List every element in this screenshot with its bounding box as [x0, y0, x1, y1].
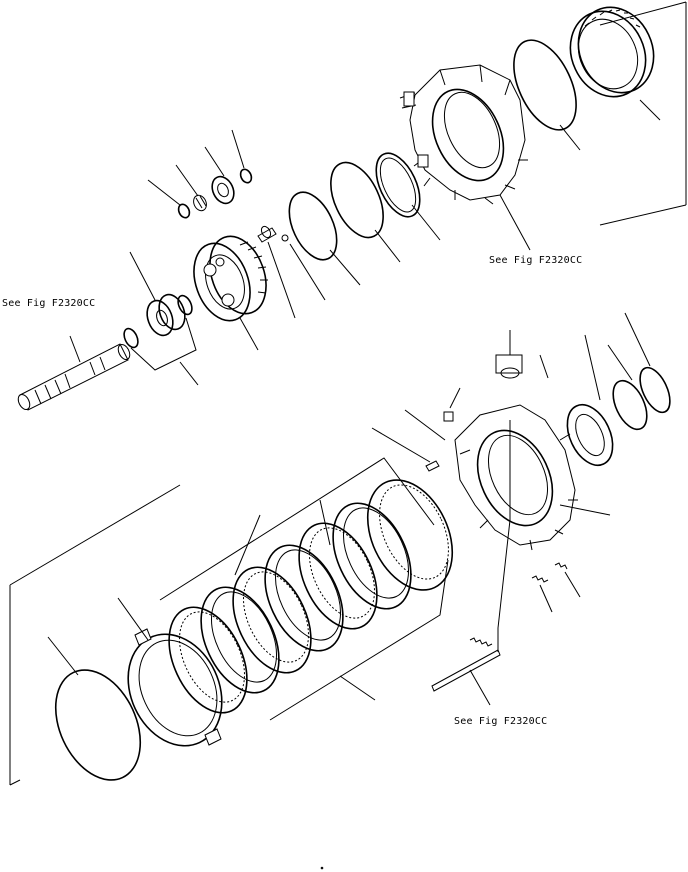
leader-o-ring-bottom [47, 636, 79, 676]
leader-snap-ring-right-2 [624, 312, 651, 367]
leader-seal-ring-3 [329, 249, 361, 286]
snap-ring-2 [330, 161, 384, 239]
assembly-frame-bottom [9, 484, 181, 786]
leader-clutch-piston [117, 597, 149, 641]
rod [431, 649, 501, 692]
clutch-plate-7 [366, 479, 454, 591]
leader-ball-bearing [584, 334, 601, 401]
leader-snap-ring-right-1 [607, 344, 633, 381]
leader-washer-small [147, 179, 181, 206]
leader-spring-small-2 [564, 571, 581, 598]
leader-clutch-housing [559, 504, 611, 516]
assembly-frame-top [599, 1, 687, 226]
reference-bottom: See Fig F2320CC [454, 716, 548, 727]
leader-carrier [239, 317, 259, 351]
leader-ring-gear [639, 99, 661, 121]
snap-ring-right-2 [639, 366, 671, 414]
reference-top: See Fig F2320CC [489, 255, 583, 266]
leader-plug-a [404, 409, 446, 441]
clutch-housing [454, 354, 578, 551]
seal-ring-1 [375, 152, 421, 218]
clutch-plate-3 [232, 566, 312, 674]
clutch-plate-2 [200, 586, 280, 694]
pin [257, 225, 277, 243]
leader-plate-mid [319, 499, 331, 546]
transmission-housing [399, 64, 528, 205]
washer-top [239, 168, 253, 184]
plate-bracket-bottom [269, 559, 449, 721]
planet-carrier [193, 235, 268, 322]
leader-bracket-left [179, 361, 199, 386]
leader-washer-top [231, 129, 245, 169]
bracket-line-left [130, 317, 197, 371]
snap-ring-shaft-2 [123, 327, 139, 349]
clutch-plate-1 [168, 606, 248, 714]
spring-long [469, 637, 493, 647]
snap-ring-shaft [177, 294, 193, 316]
needle-bearing-small [193, 194, 207, 212]
planet-gear [211, 175, 235, 205]
leader-roller-bearing [129, 251, 156, 301]
clutch-plate-4 [264, 544, 344, 652]
ball [281, 234, 289, 242]
leader-dowel-pin [371, 427, 431, 463]
clutch-piston [127, 628, 223, 747]
output-shaft [17, 343, 131, 411]
leader-ball [289, 243, 326, 301]
leader-housing [499, 194, 531, 251]
clutch-plate-5 [298, 522, 378, 630]
leader-housing-side [539, 354, 549, 379]
leader-output-shaft [69, 335, 81, 363]
leader-pin [267, 241, 296, 319]
clutch-plate-6 [332, 502, 412, 610]
snap-ring-right-1 [612, 379, 648, 431]
seal-ring-3 [288, 191, 338, 261]
leader-plate-bracket-top [234, 514, 261, 576]
leader-rod [469, 669, 491, 706]
o-ring-bottom [54, 669, 142, 781]
rod-guide-line [497, 420, 511, 652]
leader-spring-small [539, 584, 553, 613]
toothed-ring-gear [569, 6, 655, 98]
plug [443, 411, 454, 422]
dowel-pin [425, 460, 440, 472]
leader-needle-bearing [175, 164, 199, 197]
leader-plug-b [449, 387, 461, 409]
leader-snap-ring-2 [374, 229, 401, 263]
plate-bracket-top [159, 457, 435, 601]
spring-small [531, 575, 549, 583]
roller-bearing [146, 293, 186, 337]
leader-seal-ring-1 [411, 204, 441, 241]
stray-dot [320, 866, 324, 870]
ball-bearing [566, 403, 614, 467]
leader-planet-gear [204, 146, 225, 177]
washer-small [177, 203, 191, 219]
spring-small-2 [554, 562, 568, 570]
reference-left: See Fig F2320CC [2, 298, 96, 309]
snap-ring-large [513, 39, 577, 131]
leader-plate-bracket-bottom [339, 675, 376, 701]
leader-snap-ring [559, 124, 581, 151]
